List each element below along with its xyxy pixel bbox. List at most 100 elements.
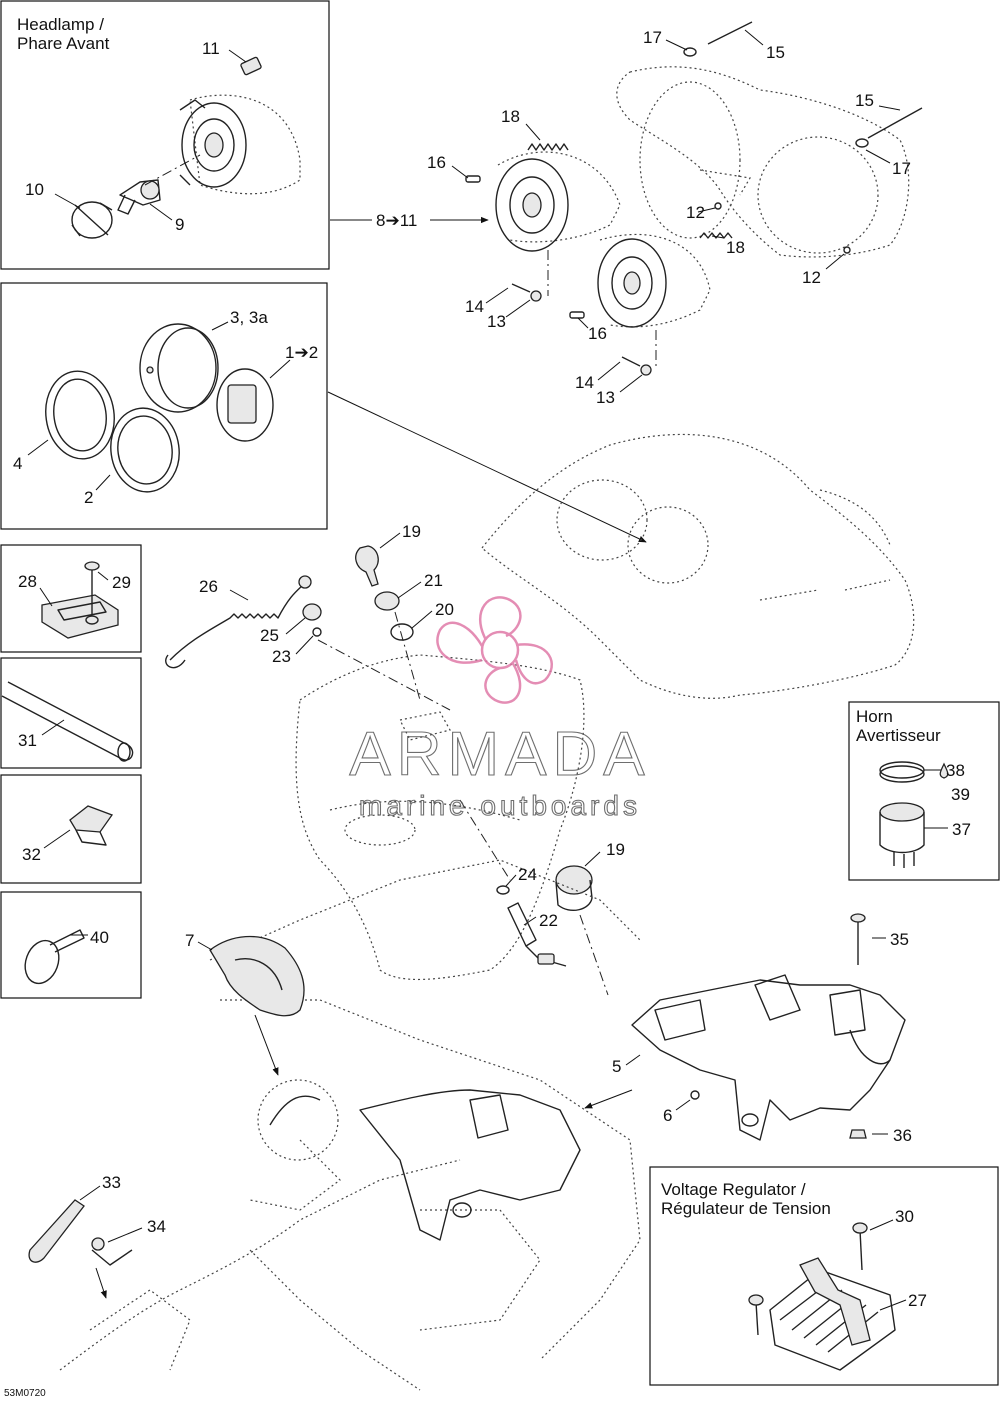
callout-8-11: 8➔11 bbox=[376, 211, 417, 230]
frame-assembly bbox=[59, 859, 641, 1391]
screw-30b bbox=[755, 1301, 759, 1336]
callout-26: 26 bbox=[199, 577, 218, 596]
screw-14-bottom bbox=[621, 356, 641, 367]
headlamp-bracket-housing bbox=[616, 66, 910, 258]
callout-12-left: 12 bbox=[686, 203, 705, 222]
voltage-regulator-27 bbox=[769, 1257, 896, 1371]
clip-32 bbox=[69, 805, 114, 846]
tie-40 bbox=[24, 929, 85, 985]
retainer-10 bbox=[71, 201, 113, 239]
propeller-logo bbox=[436, 596, 554, 704]
callout-9: 9 bbox=[175, 215, 184, 234]
gauge-panel bbox=[0, 282, 328, 530]
nut-36 bbox=[849, 1129, 867, 1139]
callout-38: 38 bbox=[946, 761, 965, 780]
horn-subtitle: Avertisseur bbox=[856, 726, 941, 745]
tether-cord-26 bbox=[169, 583, 305, 661]
callout-14-bottom: 14 bbox=[575, 373, 594, 392]
washer-24 bbox=[496, 885, 510, 895]
armada-watermark: ARMADA marine outboards bbox=[349, 596, 650, 822]
headlamp-left bbox=[495, 151, 621, 252]
callout-17-right: 17 bbox=[892, 159, 911, 178]
callout-18-right: 18 bbox=[726, 238, 745, 257]
gauge-cover-3 bbox=[139, 323, 219, 413]
washer-17-top bbox=[683, 47, 697, 57]
nut-20 bbox=[390, 623, 414, 641]
callout-40: 40 bbox=[90, 928, 109, 947]
screw-29 bbox=[84, 561, 100, 614]
callout-22: 22 bbox=[539, 911, 558, 930]
part-28 bbox=[41, 594, 119, 639]
spring-18-right bbox=[699, 232, 733, 239]
callout-5: 5 bbox=[612, 1057, 621, 1076]
callout-19-bottom: 19 bbox=[606, 840, 625, 859]
callout-30: 30 bbox=[895, 1207, 914, 1226]
headlamp-subtitle: Phare Avant bbox=[17, 34, 110, 53]
drop-icon bbox=[939, 762, 949, 779]
callout-34: 34 bbox=[147, 1217, 166, 1236]
support-bracket-5 bbox=[631, 974, 906, 1141]
callout-23: 23 bbox=[272, 647, 291, 666]
cap-25 bbox=[302, 603, 322, 621]
callout-15-top: 15 bbox=[766, 43, 785, 62]
callout-18-top: 18 bbox=[501, 107, 520, 126]
callout-27: 27 bbox=[908, 1291, 927, 1310]
callout-4: 4 bbox=[13, 454, 22, 473]
callout-14-top: 14 bbox=[465, 297, 484, 316]
clip-6 bbox=[690, 1090, 700, 1100]
headlamp-assembly bbox=[179, 94, 301, 195]
item-28-panel bbox=[0, 544, 142, 653]
cover-7 bbox=[209, 935, 305, 1017]
figure-code: 53M0720 bbox=[4, 1388, 46, 1399]
nut-13-top bbox=[530, 290, 542, 302]
item-40-panel bbox=[0, 891, 142, 999]
callout-10: 10 bbox=[25, 180, 44, 199]
regulator-panel bbox=[649, 1166, 999, 1386]
washer-17-right bbox=[855, 138, 869, 148]
callout-36: 36 bbox=[893, 1126, 912, 1145]
callout-16-top: 16 bbox=[427, 153, 446, 172]
part-23 bbox=[312, 627, 322, 637]
horn-ring-38 bbox=[879, 761, 925, 783]
callout-7: 7 bbox=[185, 931, 194, 950]
regulator-title: Voltage Regulator / bbox=[661, 1180, 806, 1199]
callout-39: 39 bbox=[951, 785, 970, 804]
callout-16-bottom: 16 bbox=[588, 324, 607, 343]
callout-6: 6 bbox=[663, 1106, 672, 1125]
clip-12-right bbox=[843, 246, 851, 254]
callout-24: 24 bbox=[518, 865, 537, 884]
callout-29: 29 bbox=[112, 573, 131, 592]
watermark-brand: ARMADA bbox=[349, 720, 650, 789]
callout-13-top: 13 bbox=[487, 312, 506, 331]
callout-37: 37 bbox=[952, 820, 971, 839]
horn-title: Horn bbox=[856, 707, 893, 726]
headlamp-panel bbox=[0, 0, 330, 270]
callout-3: 3, 3a bbox=[230, 308, 268, 327]
callout-25: 25 bbox=[260, 626, 279, 645]
item-31-panel bbox=[0, 657, 142, 769]
headlamp-right bbox=[597, 233, 711, 328]
pin-16-bottom bbox=[569, 311, 585, 319]
callout-31: 31 bbox=[18, 731, 37, 750]
bulb-9 bbox=[117, 179, 161, 215]
callout-19-top: 19 bbox=[402, 522, 421, 541]
callout-28: 28 bbox=[18, 572, 37, 591]
callouts: 11 10 9 8➔11 17 15 15 17 18 16 12 18 12 … bbox=[13, 28, 971, 1310]
gauge-1-2 bbox=[216, 368, 274, 442]
headlamp-title: Headlamp / bbox=[17, 15, 104, 34]
callout-11: 11 bbox=[202, 39, 220, 58]
tube-31 bbox=[1, 681, 134, 762]
item-32-panel bbox=[0, 774, 142, 884]
bolt-15-top bbox=[707, 21, 753, 45]
callout-35: 35 bbox=[890, 930, 909, 949]
gauge-ring-2 bbox=[110, 407, 180, 493]
callout-1-2: 1➔2 bbox=[285, 343, 318, 362]
switch-19 bbox=[555, 865, 593, 912]
callout-21: 21 bbox=[424, 571, 443, 590]
console-lower bbox=[295, 654, 585, 981]
nut-13-bottom bbox=[640, 364, 652, 376]
bracket-33 bbox=[28, 1199, 85, 1263]
connector-11 bbox=[240, 56, 262, 76]
pin-16-top bbox=[465, 175, 481, 183]
